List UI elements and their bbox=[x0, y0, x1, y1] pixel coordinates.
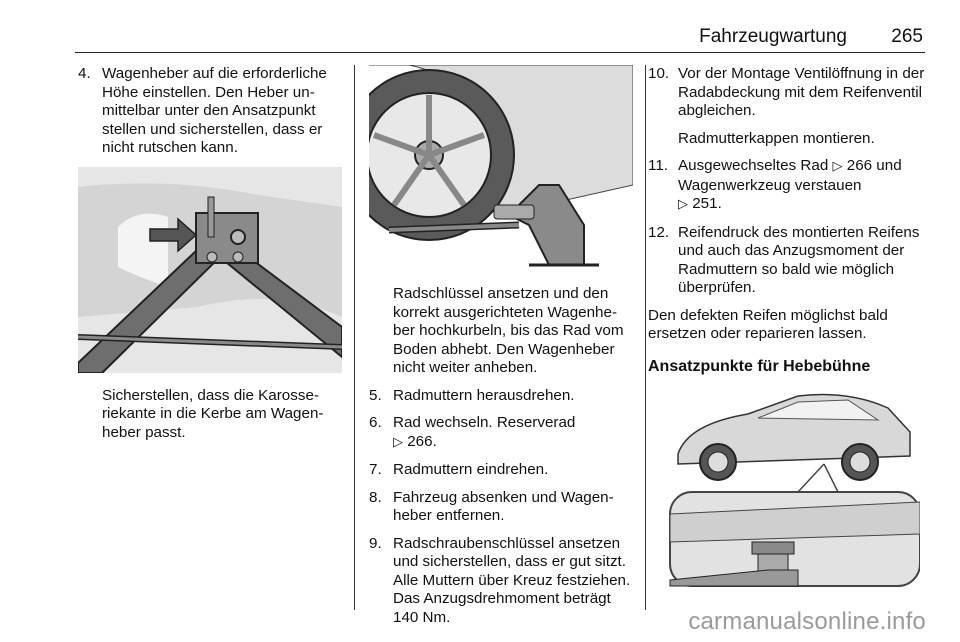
step-6: 6. Rad wechseln. Reserverad ▷ 266. bbox=[369, 414, 633, 452]
step-4: 4. Wagenheber auf die erforderliche Höhe… bbox=[78, 65, 342, 158]
step-text: Rad wechseln. Reserverad bbox=[393, 414, 576, 431]
step-12: 12. Reifendruck des montierten Rei­fens … bbox=[648, 224, 926, 298]
step-7: 7. Radmuttern eindrehen. bbox=[369, 461, 633, 480]
step-number: 6. bbox=[369, 414, 382, 431]
wheel-jack-illustration bbox=[369, 65, 633, 271]
step-10-note: Radmutterkappen montieren. bbox=[678, 129, 875, 147]
step-text: Ausgewechseltes Rad bbox=[678, 157, 829, 174]
page-ref-link[interactable]: 266. bbox=[407, 432, 437, 450]
step-text: Vor der Montage Ventilöffnung in der Rad… bbox=[678, 65, 925, 119]
column-divider-1 bbox=[354, 65, 355, 610]
step-number: 8. bbox=[369, 488, 382, 506]
step-number: 12. bbox=[648, 223, 670, 241]
step-number: 4. bbox=[78, 65, 91, 82]
step-11: 11. Ausgewechseltes Rad ▷ 266 und Wagenw… bbox=[648, 157, 926, 215]
figure-caption: Sicherstellen, dass die Karosse­riekante… bbox=[102, 386, 324, 441]
page-header: Fahrzeugwartung 265 bbox=[75, 18, 925, 53]
step-text: Reifendruck des montierten Rei­fens und … bbox=[678, 223, 920, 297]
figure-caption: Radschlüssel ansetzen und den korrekt au… bbox=[393, 285, 624, 376]
step-5: 5. Radmuttern herausdrehen. bbox=[369, 387, 633, 406]
page-number: 265 bbox=[891, 26, 923, 47]
step-text: Wagenheber auf die erforderliche Höhe ei… bbox=[102, 65, 327, 156]
step-number: 5. bbox=[369, 386, 382, 404]
step-number: 7. bbox=[369, 461, 382, 478]
section-heading: Ansatzpunkte für Hebebühne bbox=[648, 357, 871, 375]
step-text: Radmuttern eindrehen. bbox=[393, 461, 549, 478]
step-number: 9. bbox=[369, 534, 382, 552]
page-ref-arrow-icon: ▷ bbox=[678, 197, 688, 212]
paragraph: Den defekten Reifen möglichst bald erset… bbox=[648, 306, 888, 343]
column-1: 4. Wagenheber auf die erforderliche Höhe… bbox=[78, 65, 342, 451]
column-3: 10. Vor der Montage Ventilöffnung in der… bbox=[648, 65, 926, 602]
page-ref-arrow-icon: ▷ bbox=[832, 159, 843, 174]
step-10: 10. Vor der Montage Ventilöffnung in der… bbox=[648, 65, 926, 121]
lift-points-illustration bbox=[648, 384, 920, 588]
step-number: 10. bbox=[648, 65, 670, 82]
step-text: Fahrzeug absenken und Wagen­heber entfer… bbox=[393, 488, 614, 525]
jack-notch-illustration bbox=[78, 166, 342, 373]
page-ref-arrow-icon: ▷ bbox=[393, 434, 403, 450]
step-number: 11. bbox=[648, 157, 668, 174]
section-title: Fahrzeugwartung bbox=[699, 26, 847, 47]
step-8: 8. Fahrzeug absenken und Wagen­heber ent… bbox=[369, 489, 633, 526]
step-9: 9. Radschraubenschlüssel anset­zen und s… bbox=[369, 535, 633, 628]
column-2: Radschlüssel ansetzen und den korrekt au… bbox=[369, 65, 633, 636]
page-ref-link[interactable]: 251. bbox=[692, 195, 722, 212]
watermark: carmanualsonline.info bbox=[688, 608, 926, 635]
step-text: Radschraubenschlüssel anset­zen und sich… bbox=[393, 534, 631, 626]
column-divider-2 bbox=[645, 65, 646, 610]
step-text: Radmuttern herausdrehen. bbox=[393, 386, 575, 404]
page-ref-link[interactable]: 266 und Wagenwerkzeug verstauen bbox=[678, 157, 902, 194]
